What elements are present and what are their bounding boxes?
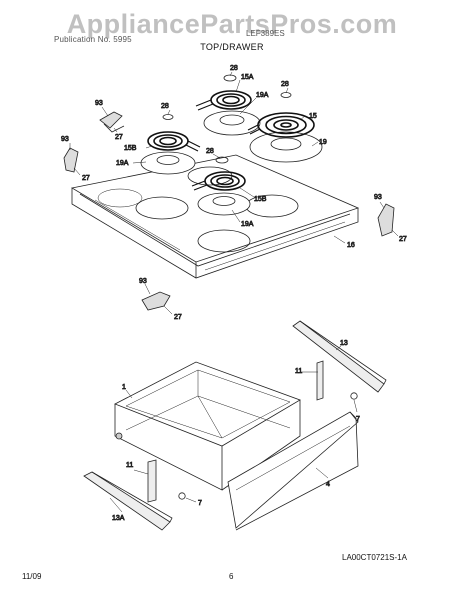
callout: 28: [281, 81, 289, 88]
callout: 15B: [254, 196, 267, 203]
model-label: LEF389ES: [246, 29, 285, 38]
callout: 28: [161, 103, 169, 110]
callout: 27: [115, 134, 123, 141]
callout: 1: [122, 384, 126, 391]
callout: 19A: [116, 160, 129, 167]
callout: 93: [139, 278, 147, 285]
hinge-bracket: [377, 203, 395, 237]
leader-lines-top: [69, 71, 399, 315]
hinge-bracket: [141, 291, 171, 311]
callout: 93: [61, 136, 69, 143]
drawer-slide-front: [147, 459, 157, 503]
callout: 28: [206, 148, 214, 155]
callout: 19A: [241, 221, 254, 228]
footer-date: 11/09: [22, 572, 42, 581]
drip-bowl: [197, 192, 251, 216]
callout: 7: [198, 500, 202, 507]
callout: 11: [126, 462, 133, 469]
roller: [350, 392, 358, 400]
trim-ring-small: [215, 156, 229, 164]
trim-ring-small: [223, 74, 237, 82]
callout: 27: [82, 175, 90, 182]
callout: 11: [295, 368, 302, 375]
callout-labels: 28 15A 28 93 28 19A 15 27 93 15B 19 28 1…: [61, 65, 408, 523]
drip-bowl: [203, 110, 261, 136]
surface-element-coil: [247, 112, 315, 138]
drawer-front-panel: [227, 411, 359, 531]
callout: 4: [326, 481, 330, 488]
trim-ring-small: [162, 114, 174, 120]
callout: 15B: [124, 145, 137, 152]
trim-ring-small: [280, 92, 292, 98]
callout: 13: [340, 340, 348, 347]
section-title: TOP/DRAWER: [200, 42, 264, 52]
drawer-slide-rear: [316, 360, 324, 401]
publication-label: Publication No. 5995: [54, 35, 132, 44]
drip-bowl: [140, 151, 196, 175]
callout: 19: [319, 139, 327, 146]
callout: 93: [95, 100, 103, 107]
callout: 28: [230, 65, 238, 72]
surface-element-coil: [147, 131, 201, 152]
roller: [178, 492, 186, 500]
callout: 15A: [241, 74, 254, 81]
callout: 27: [174, 314, 182, 321]
callout: 16: [347, 242, 355, 249]
leader-lines-drawer: [109, 345, 358, 513]
drawer-body: [114, 361, 301, 491]
callout: 27: [399, 236, 407, 243]
figure-id: LA00CT0721S-1A: [342, 553, 407, 562]
callout: 7: [356, 416, 360, 423]
drip-bowl: [249, 131, 323, 163]
callout: 15: [309, 113, 317, 120]
watermark: AppliancePartsPros.com: [66, 9, 398, 39]
callout: 19A: [256, 92, 269, 99]
hinge-bracket: [99, 111, 125, 133]
callout: 13A: [112, 515, 125, 522]
drawer-rear-rail: [292, 320, 387, 393]
hinge-bracket: [63, 147, 79, 173]
surface-element-coil: [191, 171, 246, 191]
drawer-front-rail: [83, 471, 173, 531]
page-number: 6: [229, 572, 234, 581]
callout: 93: [374, 194, 382, 201]
surface-element-coil: [195, 90, 252, 111]
